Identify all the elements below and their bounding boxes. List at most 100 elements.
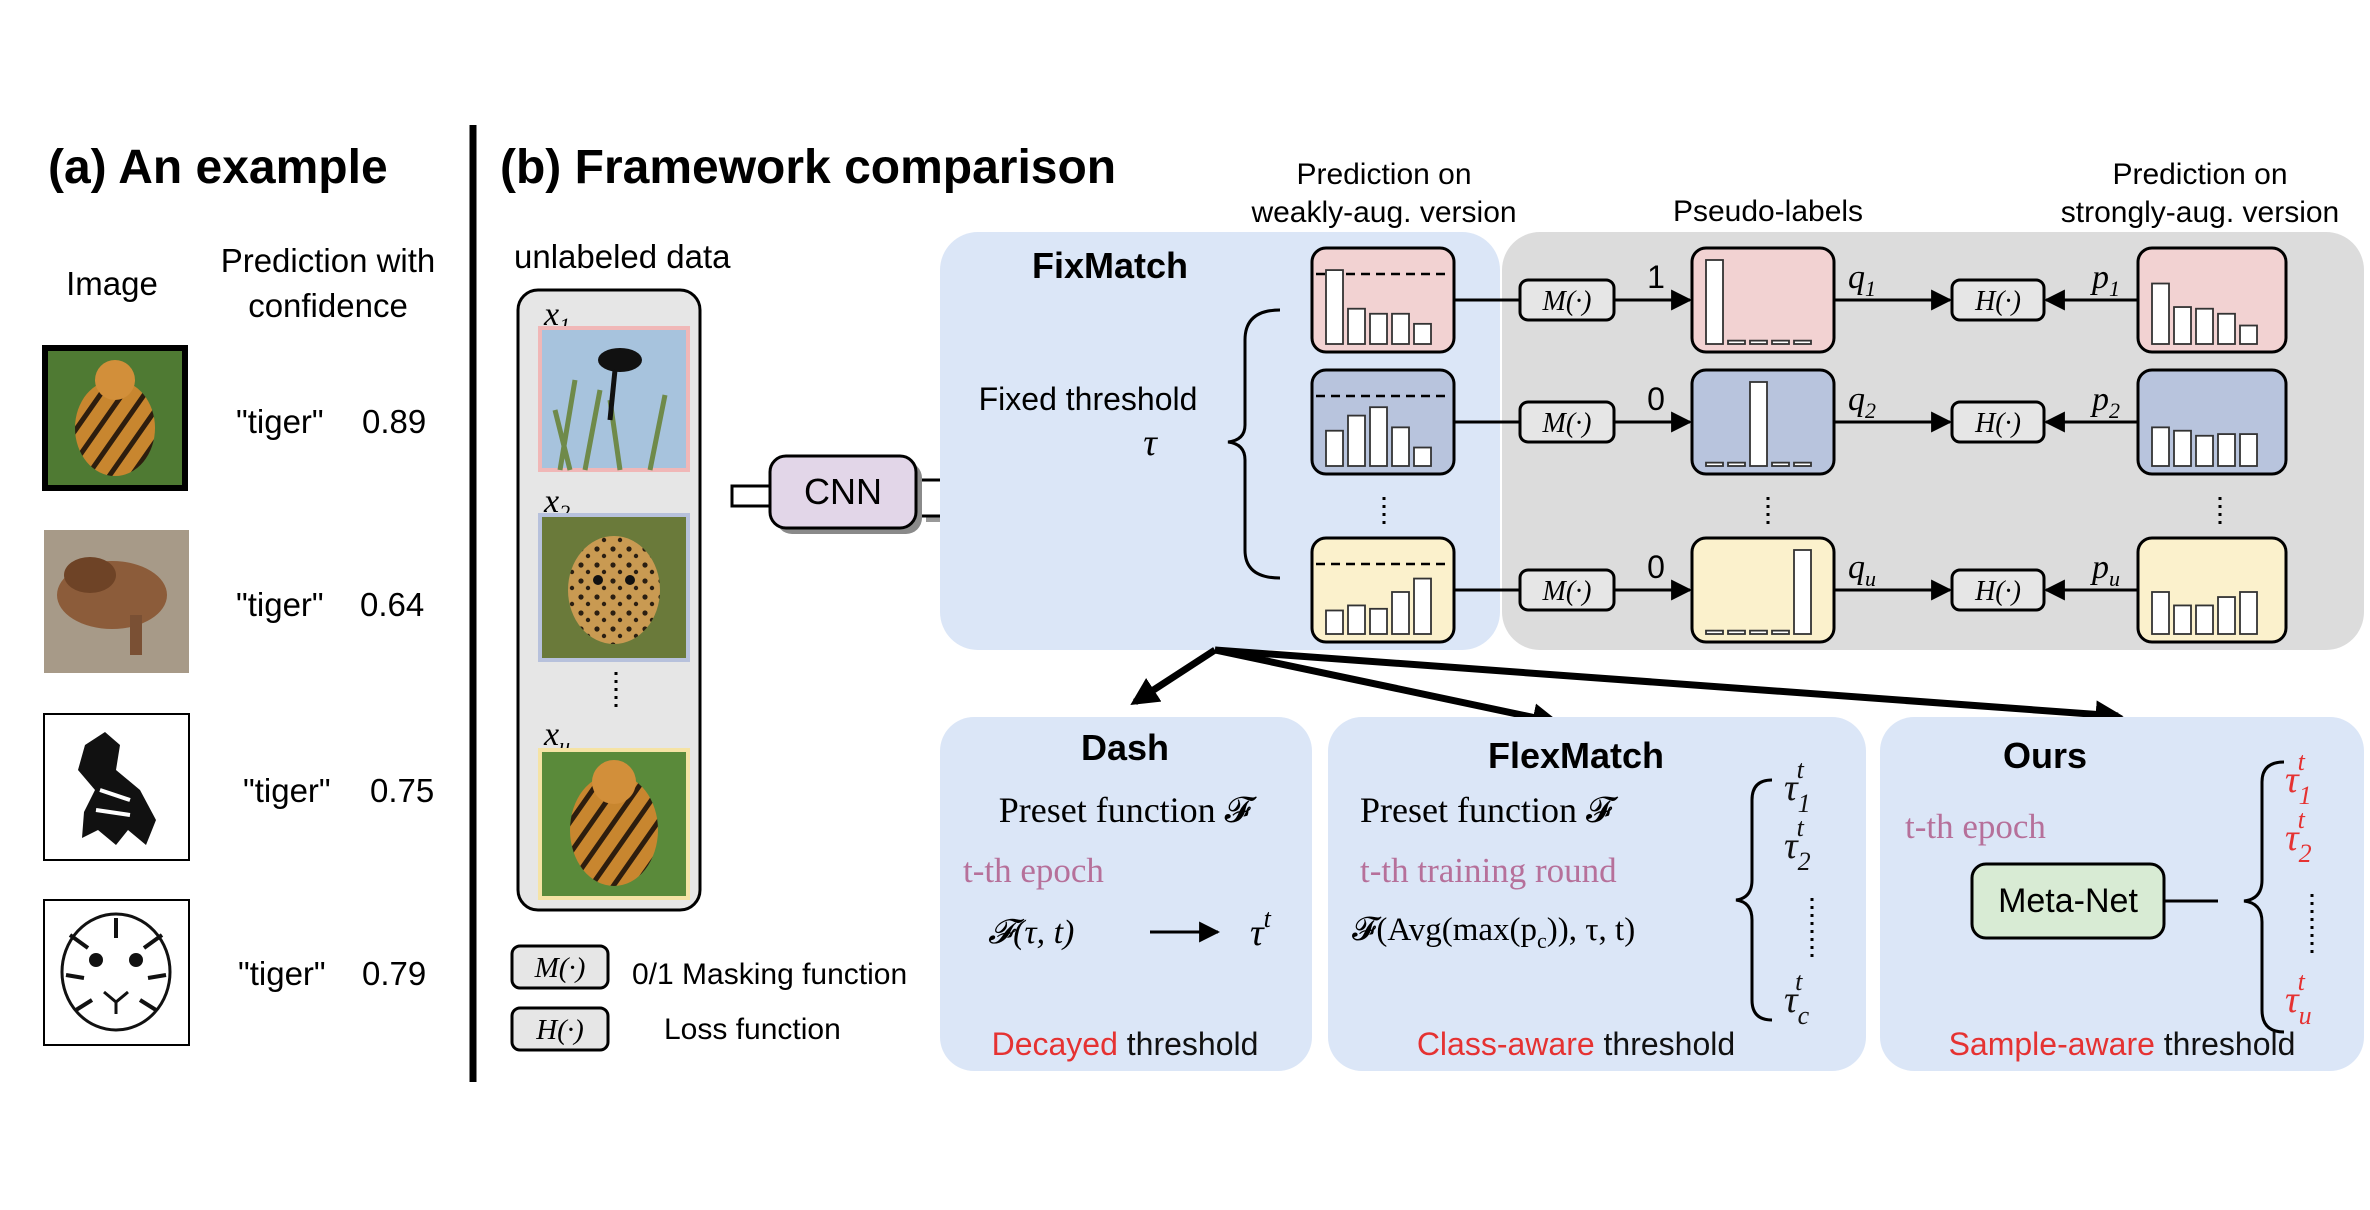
weak-prediction-box-2 xyxy=(1310,368,1456,476)
ours-epoch: t-th epoch xyxy=(1905,807,2046,846)
panel-b-title: (b) Framework comparison xyxy=(500,141,1116,194)
header-weak-line2: weakly-aug. version xyxy=(1250,196,1516,229)
fixmatch-title: FixMatch xyxy=(1032,245,1188,286)
mask-value: 0 xyxy=(1647,549,1665,585)
strong-prediction-box-2 xyxy=(2136,368,2288,476)
pseudo-label-box-1 xyxy=(1690,246,1836,354)
flexmatch-panel: FlexMatch Preset function 𝓕 t-th trainin… xyxy=(1328,717,1866,1071)
histogram-bar xyxy=(1771,629,1790,635)
flexmatch-training-round: t-th training round xyxy=(1360,851,1617,890)
histogram-bar xyxy=(2239,591,2258,635)
loss-function-label: H(·) xyxy=(1974,576,2021,607)
threshold-tau: τ1t xyxy=(1784,755,1811,818)
histogram-bar xyxy=(2173,429,2192,467)
legend-loss-box xyxy=(510,1006,610,1052)
pseudo-label-box-u xyxy=(1690,536,1836,644)
example-image-tiger-silhouette xyxy=(43,713,190,861)
column-image-header: Image xyxy=(66,265,158,302)
legend-masking-text: 0/1 Masking function xyxy=(632,958,907,991)
flexmatch-brace xyxy=(1735,778,1773,1022)
panel-a-title: (a) An example xyxy=(48,141,388,194)
dash-footer: Decayed threshold xyxy=(992,1026,1259,1062)
panel-a: (a) An example Image Prediction with con… xyxy=(42,141,435,1046)
histogram-bar xyxy=(2195,434,2214,467)
dash-result: τt xyxy=(1250,904,1272,954)
prediction-label-4: "tiger" xyxy=(238,955,326,992)
histogram-bar xyxy=(2151,591,2170,635)
threshold-tau: τ1t xyxy=(2285,747,2312,810)
histogram-bar xyxy=(1727,629,1746,635)
header-strong-line2: strongly-aug. version xyxy=(2061,196,2339,229)
cnn-block xyxy=(768,454,918,530)
histogram-bar xyxy=(1749,629,1768,635)
cnn-label: CNN xyxy=(804,471,882,512)
histogram-bar xyxy=(1369,406,1388,467)
header-pseudo-labels: Pseudo-labels xyxy=(1673,195,1863,228)
header-strong-line1: Prediction on xyxy=(2112,158,2287,191)
column-prediction-header-line2: confidence xyxy=(248,287,408,324)
meta-net-label: Meta-Net xyxy=(1998,882,2138,920)
ours-title: Ours xyxy=(2003,735,2087,776)
weak-prediction-box-u xyxy=(1310,536,1456,644)
legend-loss-symbol: H(·) xyxy=(535,1014,584,1046)
histogram-bar xyxy=(1391,426,1410,467)
histogram-bar xyxy=(1325,269,1344,345)
example-image-tiger-sketch xyxy=(43,899,190,1046)
dash-title: Dash xyxy=(1081,727,1169,768)
histogram-bar xyxy=(1705,461,1724,467)
histogram-bar xyxy=(2239,324,2258,345)
fixmatch-brace xyxy=(1227,308,1281,580)
threshold-tau: τ2t xyxy=(2285,805,2312,868)
prediction-confidence-1: 0.89 xyxy=(362,403,426,440)
histogram-bar xyxy=(1793,461,1812,467)
prediction-confidence-3: 0.75 xyxy=(370,772,434,809)
strong-prediction-box-1 xyxy=(2136,246,2288,354)
threshold-tau: τ2t xyxy=(1784,813,1811,876)
panel-b: (b) Framework comparison unlabeled data … xyxy=(500,141,2364,1071)
mask-value: 1 xyxy=(1647,259,1665,295)
flexmatch-preset-function: Preset function 𝓕 xyxy=(1360,790,1619,830)
histogram-bar xyxy=(2173,604,2192,635)
threshold-tau: τut xyxy=(2285,967,2312,1030)
histogram-bar xyxy=(2195,604,2214,635)
histogram-bar xyxy=(2217,596,2236,635)
strong-prediction-p: p1 xyxy=(2090,259,2120,301)
masking-function-label: M(·) xyxy=(1542,408,1592,439)
histogram-bar xyxy=(2217,433,2236,467)
sample-xu-image-tiger xyxy=(538,748,690,900)
strong-prediction-box-u xyxy=(2136,536,2288,644)
masking-function-label: M(·) xyxy=(1542,576,1592,607)
flexmatch-footer: Class-aware threshold xyxy=(1417,1026,1735,1062)
prediction-label-1: "tiger" xyxy=(236,403,324,440)
histogram-bar xyxy=(1413,322,1432,345)
mask-value: 0 xyxy=(1647,381,1665,417)
prediction-label-3: "tiger" xyxy=(243,772,331,809)
histogram-bar xyxy=(1347,307,1366,345)
sample-xu-label: xu xyxy=(543,716,570,758)
histogram-bar xyxy=(1413,577,1432,635)
legend-masking-symbol: M(·) xyxy=(534,952,586,984)
prediction-label-2: "tiger" xyxy=(236,586,324,623)
histogram-bar xyxy=(1771,339,1790,345)
ours-footer: Sample-aware threshold xyxy=(1949,1026,2296,1062)
example-image-tiger-photo xyxy=(42,345,188,491)
fixed-threshold-label: Fixed threshold xyxy=(979,381,1198,417)
arrow-to-flexmatch xyxy=(1214,646,1561,732)
histogram-bar xyxy=(1325,609,1344,635)
histogram-bar xyxy=(1705,259,1724,345)
dash-preset-function: Preset function 𝓕 xyxy=(999,790,1258,830)
histogram-bar xyxy=(2239,433,2258,467)
strong-prediction-p: p2 xyxy=(2090,381,2120,423)
strong-prediction-p: pu xyxy=(2090,549,2120,591)
sample-x1-image-bird xyxy=(538,326,690,472)
histogram-bar xyxy=(2151,426,2170,467)
histogram-bar xyxy=(1727,339,1746,345)
histogram-bar xyxy=(1325,429,1344,467)
histogram-bar xyxy=(1369,312,1388,345)
flexmatch-title: FlexMatch xyxy=(1488,735,1664,776)
threshold-tau: τct xyxy=(1784,967,1810,1030)
